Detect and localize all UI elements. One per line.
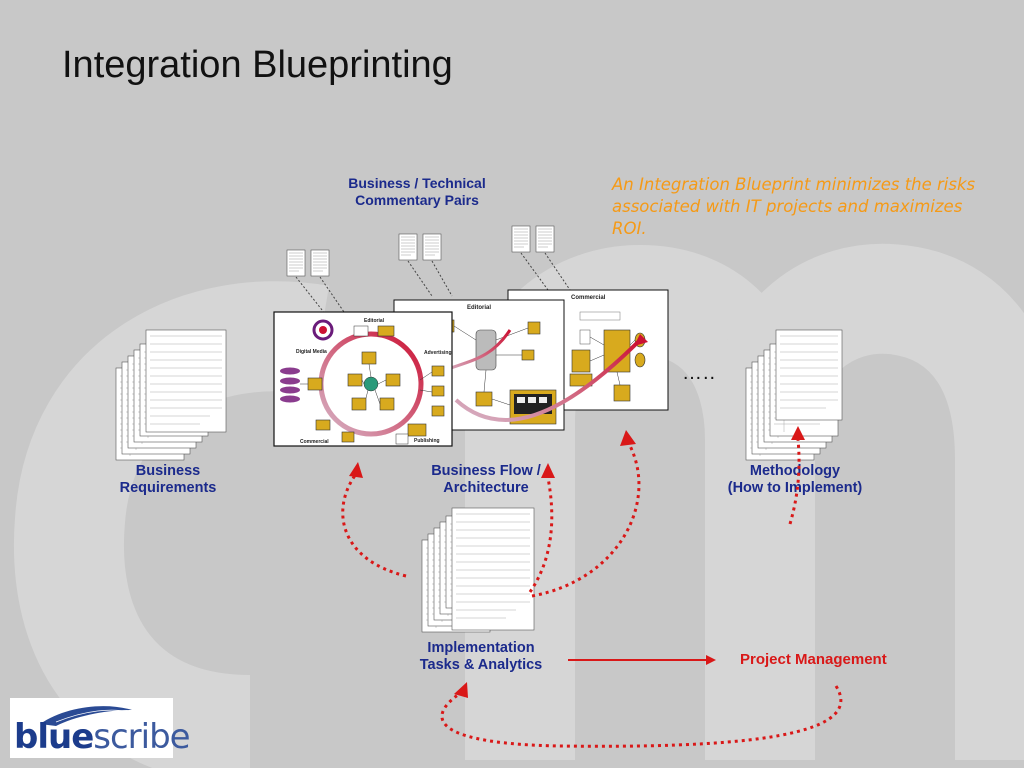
business-requirements-label: Business Requirements	[88, 463, 248, 497]
front-diagram-bottom-right-title: Publishing	[414, 438, 440, 444]
business-flow-line1: Business Flow /	[431, 463, 541, 479]
business-technical-label: Business / Technical Commentary Pairs	[322, 175, 512, 209]
business-requirements-doc-stack	[115, 329, 227, 461]
dotted-arrow-to-requirements	[341, 473, 407, 578]
blueprint-quote: An Integration Blueprint minimizes the r…	[612, 175, 976, 238]
methodology-line2: (How to Implement)	[727, 480, 863, 496]
front-diagram-top-title: Editorial	[364, 318, 385, 324]
back-diagram-title: Commercial	[571, 295, 606, 301]
arrowhead-methodology	[791, 426, 805, 440]
front-diagram-right-title: Advertising	[424, 350, 452, 356]
flow-arrow-commercial-head	[634, 334, 648, 346]
methodology-doc-stack	[745, 329, 843, 461]
arrowhead-architecture	[541, 463, 555, 478]
implementation-label: Implementation Tasks & Analytics	[396, 640, 566, 674]
business-requirements-line2: Requirements	[119, 480, 217, 496]
front-diagram-bottom-title: Commercial	[300, 439, 329, 445]
commentary-doc-pair-2	[398, 233, 453, 297]
logo-text-blue: blue	[14, 717, 94, 757]
ellipsis-more: …..	[682, 362, 717, 384]
arrowhead-implementation	[454, 682, 468, 698]
business-technical-line2: Commentary Pairs	[355, 192, 479, 208]
implementation-line2: Tasks & Analytics	[419, 657, 543, 673]
business-flow-label: Business Flow / Architecture	[396, 463, 576, 497]
commentary-doc-pair-1	[286, 249, 345, 316]
business-requirements-line1: Business	[135, 463, 201, 479]
bluescribe-logo: bluescribe	[14, 717, 191, 757]
implementation-line1: Implementation	[427, 640, 535, 656]
diagram-digital-media	[273, 311, 453, 447]
methodology-label: Methodology (How to Implement)	[700, 463, 890, 497]
methodology-line1: Methodology	[749, 463, 841, 479]
implementation-doc-stack	[421, 507, 535, 633]
front-diagram-title: Digital Media	[296, 349, 327, 355]
quill-feather-icon	[40, 706, 132, 726]
slide-title: Integration Blueprinting	[62, 44, 453, 86]
dotted-arrow-project-loop	[440, 685, 843, 748]
middle-diagram-title: Editorial	[467, 305, 491, 311]
arrowhead-commercial	[620, 430, 636, 446]
flow-arrow-commercial	[454, 338, 642, 422]
commentary-doc-pair-3	[511, 225, 571, 291]
business-technical-line1: Business / Technical	[348, 175, 486, 191]
project-management-label: Project Management	[740, 651, 887, 668]
dotted-arrow-to-commercial	[531, 441, 641, 598]
dotted-arrow-to-architecture	[528, 477, 554, 593]
logo-text-scribe: scribe	[93, 717, 190, 757]
arrowhead-requirements	[349, 462, 363, 478]
dotted-arrow-to-methodology	[788, 439, 801, 525]
business-flow-line2: Architecture	[443, 480, 529, 496]
arrow-to-project-management-head	[706, 655, 716, 665]
